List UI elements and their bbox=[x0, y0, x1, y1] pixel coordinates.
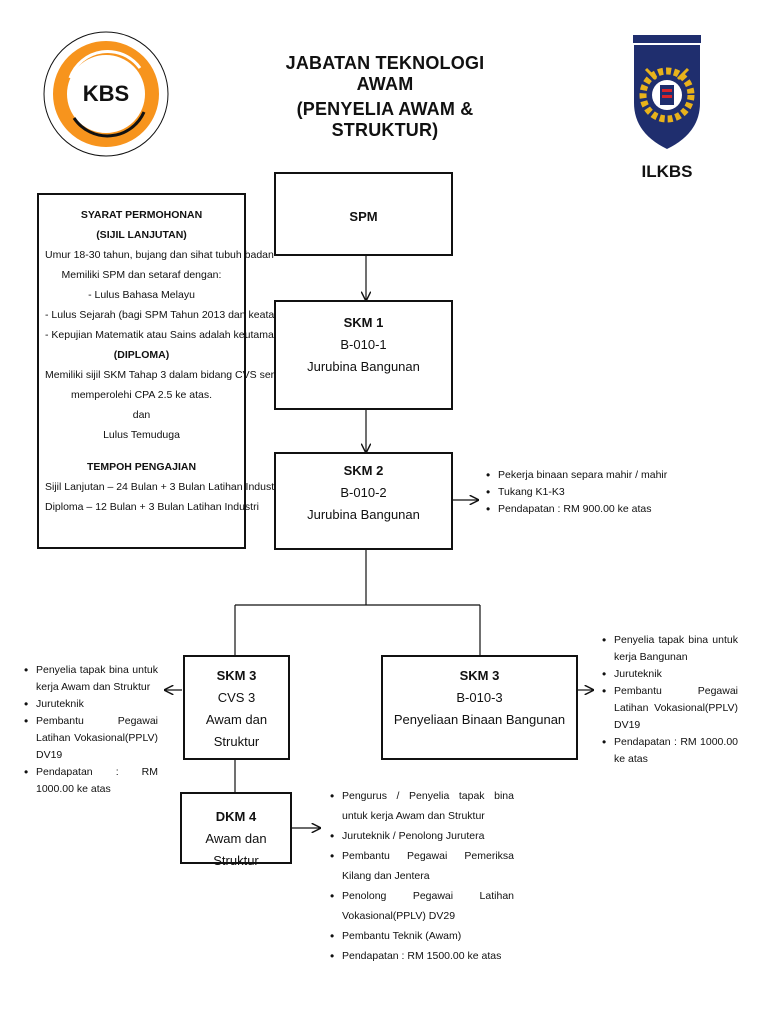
requirement-line: - Kepujian Matematik atau Sains adalah k… bbox=[45, 329, 286, 341]
node-skm1-name: Jurubina Bangunan bbox=[307, 359, 420, 374]
node-spm-title: SPM bbox=[349, 209, 378, 224]
diploma-line: Memiliki sijil SKM Tahap 3 dalam bidang … bbox=[45, 369, 283, 381]
diploma-line: Lulus Temuduga bbox=[103, 429, 180, 441]
node-skm3-left-name: Awam dan Struktur bbox=[205, 712, 268, 749]
title-line-2: (PENYELIA AWAM & STRUKTUR) bbox=[296, 99, 474, 140]
requirement-line: - Lulus Sejarah (bagi SPM Tahun 2013 dan… bbox=[45, 309, 283, 321]
diploma-line: memperolehi CPA 2.5 ke atas. bbox=[70, 389, 213, 401]
node-dkm4-name: Awam dan Struktur bbox=[205, 831, 267, 868]
diploma-line: dan bbox=[132, 409, 151, 421]
node-skm3-left: SKM 3 CVS 3 Awam dan Struktur bbox=[183, 655, 290, 760]
list-item: Pengurus / Penyelia tapak bina untuk ker… bbox=[328, 786, 514, 826]
ilkbs-logo: ILKBS bbox=[632, 33, 702, 183]
sijil-heading: (SIJIL LANJUTAN) bbox=[96, 229, 187, 241]
ilkbs-label: ILKBS bbox=[641, 162, 693, 181]
node-skm2-name: Jurubina Bangunan bbox=[307, 507, 420, 522]
list-item: Pembantu Pegawai Pemeriksa Kilang dan Je… bbox=[328, 846, 514, 886]
requirement-line: - Lulus Bahasa Melayu bbox=[88, 289, 195, 301]
list-item: Penyelia tapak bina untuk kerja Awam dan… bbox=[22, 662, 158, 696]
list-item: Pendapatan : RM 1500.00 ke atas bbox=[328, 946, 514, 966]
list-item: Pekerja binaan separa mahir / mahir bbox=[484, 467, 684, 484]
title-line-1: JABATAN TEKNOLOGI AWAM bbox=[285, 53, 485, 94]
kbs-emblem-icon: KBS bbox=[43, 31, 169, 157]
list-item: Pembantu Pegawai Latihan Vokasional(PPLV… bbox=[600, 683, 738, 734]
node-dkm4-title: DKM 4 bbox=[215, 809, 257, 824]
outcomes-skm2: Pekerja binaan separa mahir / mahir Tuka… bbox=[484, 467, 684, 518]
node-skm3-left-code: CVS 3 bbox=[217, 690, 256, 705]
duration-line: Sijil Lanjutan – 24 Bulan + 3 Bulan Lati… bbox=[45, 481, 280, 493]
node-skm1: SKM 1 B-010-1 Jurubina Bangunan bbox=[274, 300, 453, 410]
outcomes-dkm4: Pengurus / Penyelia tapak bina untuk ker… bbox=[328, 786, 514, 966]
requirement-line: Memiliki SPM dan setaraf dengan: bbox=[61, 269, 222, 281]
node-skm3-right-title: SKM 3 bbox=[459, 668, 500, 683]
list-item: Pembantu Pegawai Latihan Vokasional(PPLV… bbox=[22, 713, 158, 764]
requirement-line: Umur 18-30 tahun, bujang dan sihat tubuh… bbox=[45, 249, 274, 261]
node-skm2: SKM 2 B-010-2 Jurubina Bangunan bbox=[274, 452, 453, 550]
outcomes-skm3-left: Penyelia tapak bina untuk kerja Awam dan… bbox=[22, 662, 158, 798]
requirements-box: SYARAT PERMOHONAN (SIJIL LANJUTAN) Umur … bbox=[37, 193, 286, 549]
svg-text:KBS: KBS bbox=[83, 81, 129, 106]
list-item: Penyelia tapak bina untuk kerja Bangunan bbox=[600, 632, 738, 666]
node-skm3-right-name: Penyeliaan Binaan Bangunan bbox=[393, 712, 566, 727]
node-skm2-code: B-010-2 bbox=[340, 485, 387, 500]
ilkbs-shield-icon bbox=[633, 35, 701, 149]
list-item: Pembantu Teknik (Awam) bbox=[328, 926, 514, 946]
duration-line: Diploma – 12 Bulan + 3 Bulan Latihan Ind… bbox=[45, 501, 259, 513]
node-skm1-title: SKM 1 bbox=[343, 315, 384, 330]
node-spm: SPM bbox=[274, 172, 453, 256]
list-item: Pendapatan : RM 1000.00 ke atas bbox=[22, 764, 158, 798]
list-item: Penolong Pegawai Latihan Vokasional(PPLV… bbox=[328, 886, 514, 926]
outcomes-skm3-right: Penyelia tapak bina untuk kerja Bangunan… bbox=[600, 632, 738, 768]
node-skm2-title: SKM 2 bbox=[343, 463, 384, 478]
node-skm3-right: SKM 3 B-010-3 Penyeliaan Binaan Bangunan bbox=[381, 655, 578, 760]
list-item: Pendapatan : RM 1000.00 ke atas bbox=[600, 734, 738, 768]
node-skm3-left-title: SKM 3 bbox=[216, 668, 257, 683]
list-item: Juruteknik bbox=[600, 666, 738, 683]
node-skm1-code: B-010-1 bbox=[340, 337, 387, 352]
page-title: JABATAN TEKNOLOGI AWAM (PENYELIA AWAM & … bbox=[270, 53, 500, 141]
node-dkm4: DKM 4 Awam dan Struktur bbox=[180, 792, 292, 868]
list-item: Tukang K1-K3 bbox=[484, 484, 684, 501]
requirements-heading: SYARAT PERMOHONAN bbox=[80, 209, 203, 221]
duration-heading: TEMPOH PENGAJIAN bbox=[86, 461, 197, 473]
list-item: Juruteknik bbox=[22, 696, 158, 713]
list-item: Juruteknik / Penolong Jurutera bbox=[328, 826, 514, 846]
list-item: Pendapatan : RM 900.00 ke atas bbox=[484, 501, 684, 518]
diploma-heading: (DIPLOMA) bbox=[113, 349, 170, 361]
kbs-logo: KBS bbox=[40, 28, 172, 160]
node-skm3-right-code: B-010-3 bbox=[456, 690, 503, 705]
